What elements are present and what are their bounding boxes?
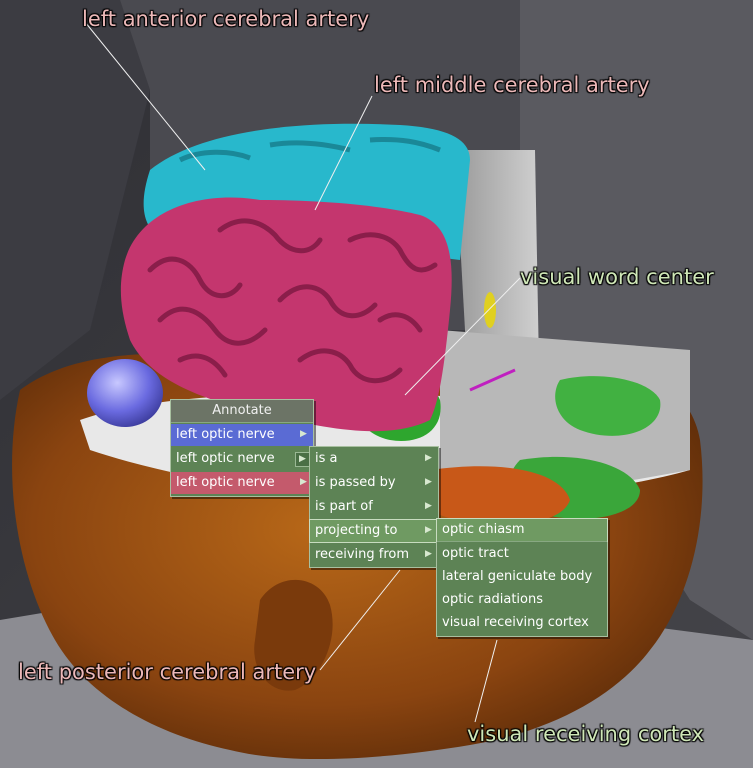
menu-item-optic-chiasm[interactable]: optic chiasm — [436, 518, 608, 542]
annotate-menu-title: Annotate — [171, 400, 313, 422]
submenu-arrow-icon: ▶ — [300, 477, 307, 487]
menu-item-visual-receiving-cortex[interactable]: visual receiving cortex — [442, 615, 589, 630]
menu-item-label: projecting to — [315, 523, 398, 538]
menu-item-is-part-of[interactable]: is part of ▶ — [310, 496, 438, 518]
menu-item-label: receiving from — [315, 547, 409, 562]
menu-item-left-optic-nerve-2[interactable]: left optic nerve ▶ — [171, 448, 313, 470]
menu-item-left-optic-nerve-1[interactable]: left optic nerve ▶ — [171, 424, 313, 446]
menu-separator — [437, 541, 607, 542]
menu-item-label: is a — [315, 451, 338, 466]
label-left-anterior-cerebral-artery: left anterior cerebral artery — [82, 7, 370, 31]
menu-item-receiving-from[interactable]: receiving from ▶ — [310, 544, 438, 566]
submenu-arrow-icon: ▶ — [425, 453, 432, 463]
submenu-arrow-icon: ▶ — [425, 501, 432, 511]
menu-item-optic-tract[interactable]: optic tract — [442, 546, 509, 561]
menu-item-label: is part of — [315, 499, 373, 514]
menu-item-label: is passed by — [315, 475, 396, 490]
label-left-middle-cerebral-artery: left middle cerebral artery — [374, 73, 650, 97]
menu-item-optic-radiations[interactable]: optic radiations — [442, 592, 544, 607]
annotate-menu: Annotate left optic nerve ▶ left optic n… — [170, 399, 314, 497]
menu-separator — [171, 422, 313, 423]
menu-item-label: left optic nerve — [176, 475, 275, 490]
menu-item-is-a[interactable]: is a ▶ — [310, 448, 438, 470]
menu-item-label: left optic nerve — [176, 427, 275, 442]
submenu-arrow-icon: ▶ — [295, 452, 310, 467]
relation-menu: is a ▶ is passed by ▶ is part of ▶ proje… — [309, 446, 439, 568]
label-left-posterior-cerebral-artery: left posterior cerebral artery — [18, 660, 317, 684]
submenu-arrow-icon: ▶ — [425, 525, 432, 535]
menu-item-is-passed-by[interactable]: is passed by ▶ — [310, 472, 438, 494]
menu-item-lateral-geniculate-body[interactable]: lateral geniculate body — [442, 569, 593, 584]
label-visual-receiving-cortex: visual receiving cortex — [467, 722, 705, 746]
submenu-arrow-icon: ▶ — [300, 429, 307, 439]
menu-item-projecting-to[interactable]: projecting to ▶ — [309, 519, 439, 543]
submenu-arrow-icon: ▶ — [425, 477, 432, 487]
submenu-arrow-icon: ▶ — [425, 549, 432, 559]
label-visual-word-center: visual word center — [520, 265, 714, 289]
menu-item-label: left optic nerve — [176, 451, 275, 466]
menu-item-left-optic-nerve-3[interactable]: left optic nerve ▶ — [171, 472, 313, 494]
projecting-to-menu: optic chiasm optic tract lateral genicul… — [436, 518, 608, 637]
